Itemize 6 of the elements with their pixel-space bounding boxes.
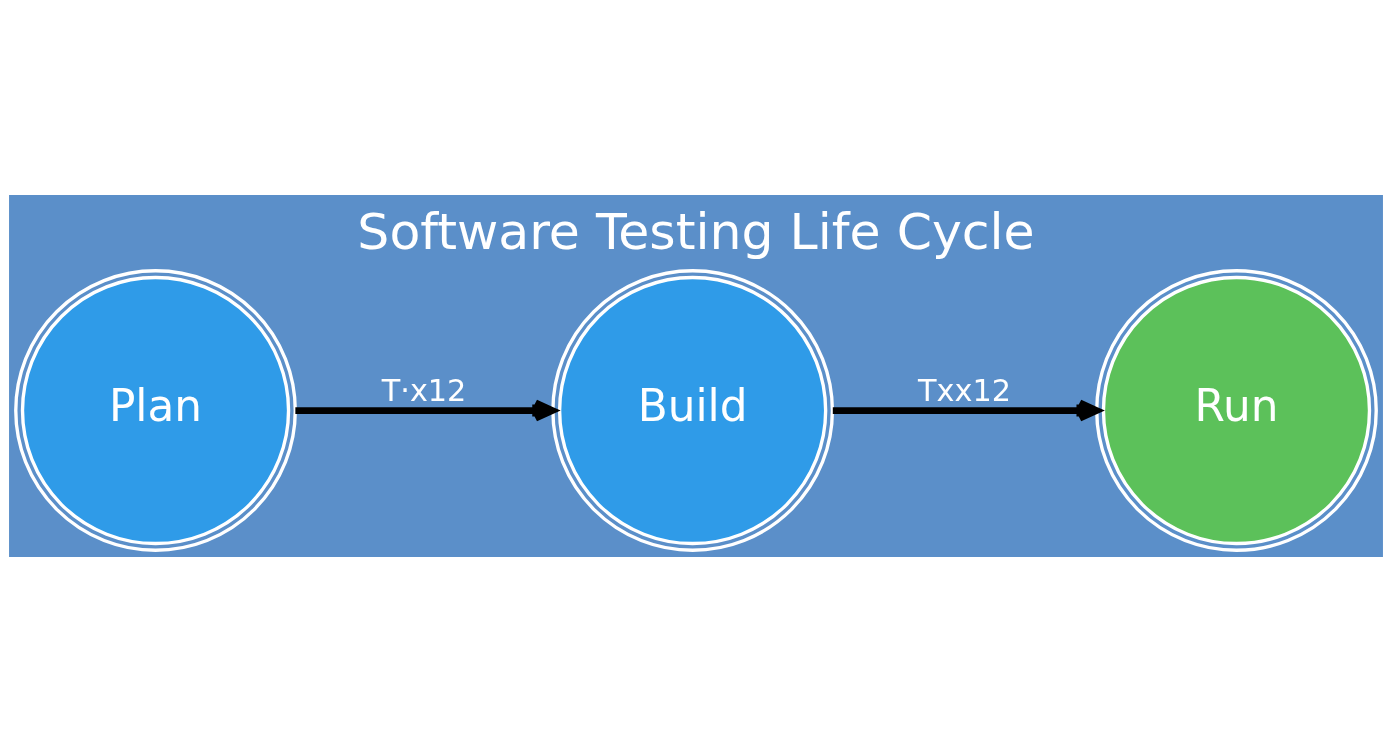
node-circle: Plan	[14, 269, 297, 552]
node-circle: Build	[551, 269, 835, 552]
diagram-title: Software Testing Life Cycle	[357, 201, 1035, 261]
node-circle: Run	[1095, 269, 1378, 552]
edge-label: T·x12	[381, 373, 467, 409]
edge-label: Txx12	[918, 373, 1012, 409]
